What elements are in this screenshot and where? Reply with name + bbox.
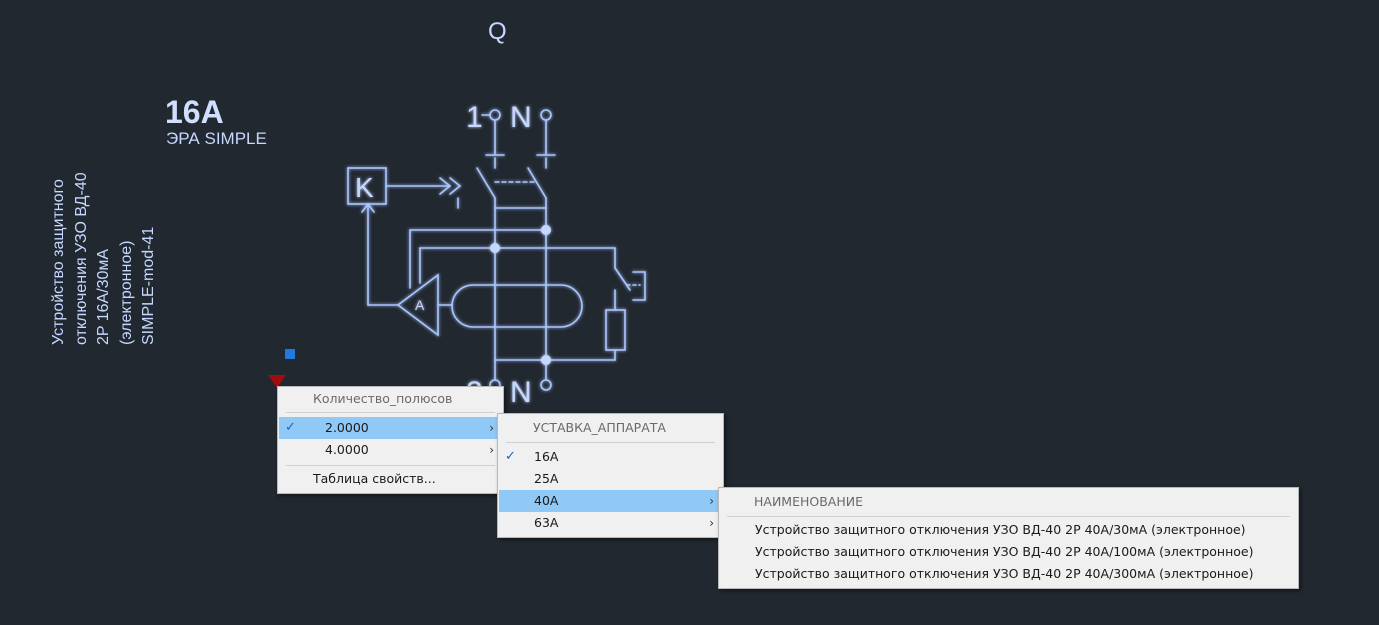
menu-item-name-30ma[interactable]: Устройство защитного отключения УЗО ВД-4… [720, 519, 1297, 541]
main-contacts [476, 157, 547, 381]
menu-separator [506, 442, 715, 443]
menu-separator [286, 465, 495, 466]
menu-item-properties-table[interactable]: Таблица свойств... [279, 468, 502, 490]
menu-item-25a[interactable]: 25A [499, 468, 722, 490]
chevron-right-icon: › [489, 443, 494, 457]
current-transformer [451, 284, 583, 328]
amplifier-label: A [415, 297, 425, 313]
lookup-grip-icon[interactable] [268, 375, 286, 388]
menu-item-label: 2.0000 [325, 420, 369, 435]
menu-item-label: 4.0000 [325, 442, 369, 457]
check-icon: ✓ [285, 420, 296, 435]
amplifier-a [396, 229, 616, 337]
relay-label: K [355, 172, 374, 203]
terminal-label: 1 [466, 101, 483, 134]
menu-item-label: 25A [534, 471, 559, 486]
check-icon: ✓ [505, 449, 516, 464]
menu-item-label: Таблица свойств... [313, 471, 436, 486]
terminal-label: N [510, 376, 532, 409]
menu-item-label: 63A [534, 515, 559, 530]
test-button [457, 197, 646, 361]
chevron-right-icon: › [709, 516, 714, 530]
menu-header: НАИМЕНОВАНИЕ [754, 494, 863, 509]
chevron-right-icon: › [489, 421, 494, 435]
menu-item-4-poles[interactable]: 4.0000 › [279, 439, 502, 461]
menu-item-name-100ma[interactable]: Устройство защитного отключения УЗО ВД-4… [720, 541, 1297, 563]
menu-item-label: Устройство защитного отключения УЗО ВД-4… [755, 544, 1254, 559]
menu-item-label: 16A [534, 449, 559, 464]
menu-item-16a[interactable]: ✓ 16A [499, 446, 722, 468]
relay-k [347, 167, 462, 306]
menu-header: Количество_полюсов [313, 391, 453, 406]
menu-item-40a[interactable]: 40A › [499, 490, 722, 512]
context-menu-name: НАИМЕНОВАНИЕ Устройство защитного отключ… [718, 487, 1299, 589]
menu-item-label: Устройство защитного отключения УЗО ВД-4… [755, 522, 1246, 537]
menu-separator [727, 516, 1290, 517]
context-menu-setting: УСТАВКА_АППАРАТА ✓ 16A 25A 40A › 63A › [497, 413, 724, 538]
device-rating: 16A [165, 94, 224, 130]
menu-separator [286, 412, 495, 413]
context-menu-poles: Количество_полюсов ✓ 2.0000 › 4.0000 › Т… [277, 386, 504, 494]
terminal-label: N [510, 101, 532, 134]
junction-dots [490, 225, 551, 365]
device-designator: Q [488, 18, 507, 45]
menu-item-63a[interactable]: 63A › [499, 512, 722, 534]
menu-item-name-300ma[interactable]: Устройство защитного отключения УЗО ВД-4… [720, 563, 1297, 585]
chevron-right-icon: › [709, 494, 714, 508]
device-brand: ЭРА SIMPLE [166, 129, 267, 148]
menu-header: УСТАВКА_АППАРАТА [533, 420, 666, 435]
grip-handle[interactable] [285, 349, 295, 359]
menu-item-2-poles[interactable]: ✓ 2.0000 › [279, 417, 502, 439]
top-terminals [481, 109, 556, 156]
menu-item-label: Устройство защитного отключения УЗО ВД-4… [755, 566, 1254, 581]
menu-item-label: 40A [534, 493, 559, 508]
